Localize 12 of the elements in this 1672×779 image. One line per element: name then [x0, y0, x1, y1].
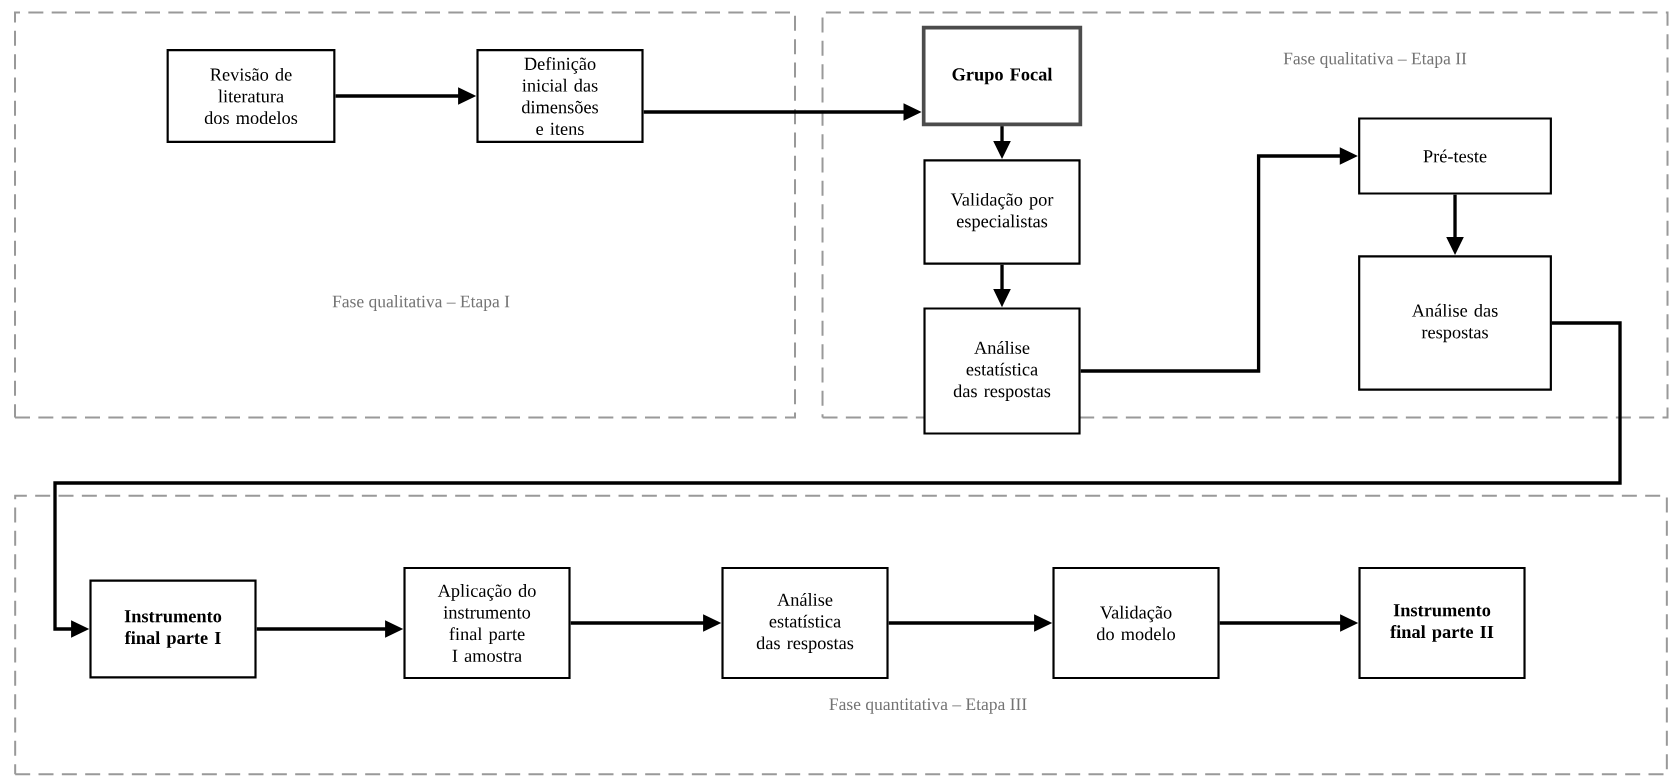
process-box: Revisão de literatura dos modelos: [166, 49, 336, 143]
process-box: Grupo Focal: [921, 25, 1083, 127]
process-box: Pré-teste: [1358, 117, 1552, 195]
process-box: Análise estatística das respostas: [923, 307, 1081, 435]
process-box: Validação por especialistas: [923, 159, 1081, 265]
process-box: Instrumento final parte I: [89, 579, 257, 679]
process-box: Análise estatística das respostas: [721, 566, 889, 680]
process-box: Aplicação do instrumento final parte I amostra: [403, 566, 571, 680]
process-box: Validação do modelo: [1052, 566, 1220, 680]
process-box: Instrumento final parte II: [1358, 566, 1526, 680]
process-box: Análise das respostas: [1358, 255, 1552, 391]
process-box: Definição inicial das dimensões e itens: [476, 49, 644, 143]
